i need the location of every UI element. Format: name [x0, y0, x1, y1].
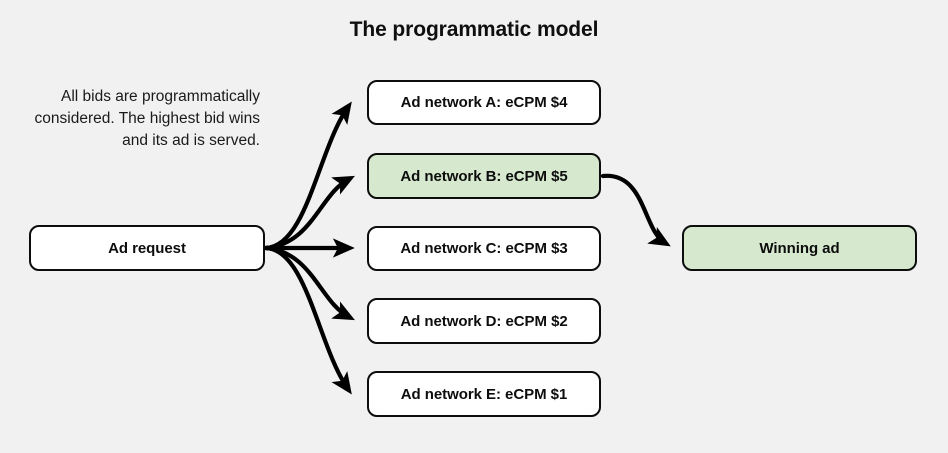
edge-request-to-network-d [263, 245, 355, 321]
description-text: All bids are programmatically considered… [34, 88, 260, 149]
edge-network-b-to-winning-ad [600, 173, 671, 247]
node-ad-network-b[interactable]: Ad network B: eCPM $5 [367, 153, 601, 199]
node-ad-network-d[interactable]: Ad network D: eCPM $2 [367, 298, 601, 344]
edge-request-to-network-b [263, 175, 355, 251]
node-ad-request[interactable]: Ad request [29, 225, 265, 271]
node-winning-ad[interactable]: Winning ad [682, 225, 917, 271]
node-ad-network-a[interactable]: Ad network A: eCPM $4 [367, 80, 601, 125]
node-ad-request-label: Ad request [108, 239, 186, 257]
node-ad-network-c[interactable]: Ad network C: eCPM $3 [367, 226, 601, 271]
node-ad-network-c-label: Ad network C: eCPM $3 [400, 240, 568, 257]
node-winning-ad-label: Winning ad [759, 239, 840, 257]
node-ad-network-e[interactable]: Ad network E: eCPM $1 [367, 371, 601, 417]
edge-request-to-network-a [263, 101, 352, 251]
page-title: The programmatic model [349, 18, 599, 41]
edge-request-to-network-e [263, 245, 352, 395]
node-ad-network-a-label: Ad network A: eCPM $4 [400, 94, 568, 111]
node-ad-network-e-label: Ad network E: eCPM $1 [400, 385, 568, 403]
node-ad-network-d-label: Ad network D: eCPM $2 [400, 312, 568, 330]
node-ad-network-b-label: Ad network B: eCPM $5 [400, 167, 568, 185]
